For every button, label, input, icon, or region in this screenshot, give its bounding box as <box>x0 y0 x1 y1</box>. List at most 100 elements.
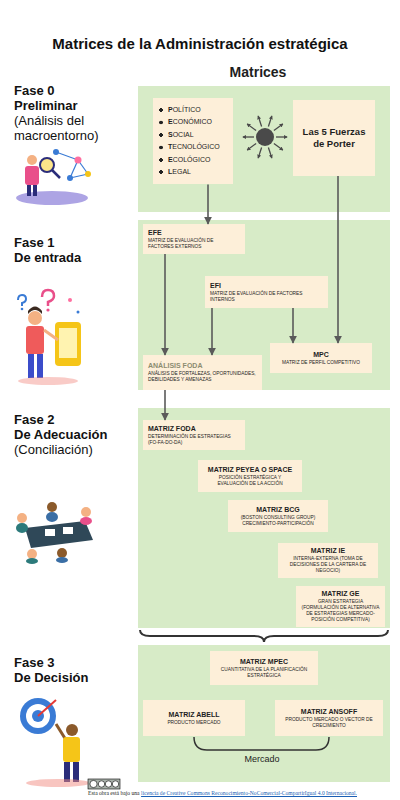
target-illustration-part <box>63 737 80 762</box>
matrix-description: MATRIZ DE PERFIL COMPETITIVO <box>275 360 367 366</box>
matrix-title: EFE <box>148 228 240 237</box>
matrix-box: EFIMATRIZ DE EVALUACIÓN DE FACTORES INTE… <box>205 276 328 308</box>
target-illustration-part <box>38 700 56 716</box>
question-illustration-part <box>28 311 42 325</box>
pestel-factor: POLÍTICO <box>159 104 227 116</box>
meeting-illustration-part <box>46 512 58 522</box>
pestel-factor: TECNOLÓGICO <box>159 141 227 153</box>
analysis-illustration-part <box>25 166 39 185</box>
analysis-illustration-part <box>75 157 82 164</box>
analysis-illustration-part <box>27 155 37 165</box>
analysis-illustration-part <box>52 170 60 178</box>
hub-icon-part <box>276 136 287 137</box>
bracket-label: Mercado <box>212 754 312 764</box>
phase-label: Fase 3 <box>14 655 136 670</box>
matrix-box: MATRIZ BCG(BOSTON CONSULTING GROUP) CREC… <box>228 500 328 532</box>
license-badge-part <box>90 780 97 787</box>
meeting-illustration-part <box>63 527 73 534</box>
meeting-illustration-part <box>16 523 28 533</box>
analysis-illustration <box>16 149 91 205</box>
pestel-factor: ECONÓMICO <box>159 116 227 128</box>
matrix-box: ANÁLISIS FODAANÁLISIS DE FORTALEZAS, OPO… <box>143 355 262 390</box>
matrix-title: MATRIZ ANSOFF <box>280 707 378 716</box>
matrix-box: MATRIZ IEINTERNA-EXTERNA (TOMA DE DECISI… <box>278 543 378 578</box>
phase-heading: Fase 2De Adecuación(Conciliación) <box>14 412 136 457</box>
analysis-illustration-part <box>16 191 88 205</box>
target-illustration-part <box>64 762 70 782</box>
pestel-factor: ECOLÓGICO <box>159 154 227 166</box>
question-illustration-part <box>55 322 81 366</box>
question-illustration-part <box>44 330 58 340</box>
matrix-box: MATRIZ MPECCUANTITATIVA DE LA PLANIFICAC… <box>210 651 318 685</box>
matrix-description: MATRIZ DE EVALUACIÓN DE FACTORES INTERNO… <box>210 291 323 303</box>
matrix-box: MPCMATRIZ DE PERFIL COMPETITIVO <box>270 343 372 373</box>
phase-label: Fase 2 <box>14 412 136 427</box>
matrix-title: MPC <box>275 350 367 359</box>
phase-label: Preliminar <box>14 98 136 113</box>
meeting-illustration-part <box>47 502 57 512</box>
matrix-description: CUANTITATIVA DE LA PLANIFICACIÓN ESTRATÉ… <box>215 667 313 679</box>
license-badge-part <box>112 781 118 787</box>
matrix-box: MATRIZ GEGRAN ESTRATEGIA (FORMULACIÓN DE… <box>296 586 385 627</box>
meeting-illustration-part <box>25 521 93 548</box>
matrix-description: DETERMINACIÓN DE ESTRATEGIAS (FO-FA-DO-D… <box>148 434 240 446</box>
meeting-illustration <box>16 502 93 564</box>
matrix-title: EFI <box>210 281 323 290</box>
diagram-title: Matrices de la Administración estratégic… <box>0 35 400 52</box>
phase-band: Fase 1De entradaEFEMATRIZ DE EVALUACIÓN … <box>138 220 390 390</box>
matrix-description: POSICIÓN ESTRATÉGICA Y EVALUACIÓN DE LA … <box>203 475 297 487</box>
matrix-title: MATRIZ MPEC <box>215 657 313 666</box>
porter-box: Las 5 Fuerzas de Porter <box>293 100 375 176</box>
group-brace <box>140 630 388 642</box>
license-link: licencia de Creative Commons Reconocimie… <box>141 790 357 796</box>
matrix-title: ANÁLISIS FODA <box>148 361 257 370</box>
phase-label: Fase 0 <box>14 83 136 98</box>
matrix-box: MATRIZ PEYEA O SPACEPOSICIÓN ESTRATÉGICA… <box>198 460 302 492</box>
phase-band: Fase 0Preliminar(Análisis del macroentor… <box>138 86 390 212</box>
matrix-title: MATRIZ ABELL <box>148 710 240 719</box>
question-illustration-part <box>37 354 43 378</box>
matrix-description: GRAN ESTRATEGIA (FORMULACIÓN DE ALTERNAT… <box>301 599 380 623</box>
phase-heading: Fase 3De Decisión <box>14 655 136 685</box>
question-illustration-part <box>77 311 80 314</box>
license-badge-part <box>105 781 111 787</box>
phase-label: (Análisis del macroentorno) <box>14 113 136 143</box>
question-illustration-part <box>26 326 44 354</box>
license-footer: Esta obra está bajo unalicencia de Creat… <box>88 790 393 797</box>
analysis-illustration-part <box>27 185 31 196</box>
pestel-factor: LEGAL <box>159 166 227 178</box>
question-illustration-part <box>21 308 24 311</box>
phase-heading: Fase 1De entrada <box>14 235 136 265</box>
target-illustration-part <box>20 698 56 734</box>
question-illustration-part <box>46 308 49 311</box>
phase-label: De Decisión <box>14 670 136 685</box>
license-text: Esta obra está bajo una <box>88 790 140 796</box>
hub-icon-part <box>256 128 274 146</box>
phase-label: (Conciliación) <box>14 442 136 457</box>
phase-label: De Adecuación <box>14 427 136 442</box>
pestel-box: POLÍTICOECONÓMICOSOCIALTECNOLÓGICOECOLÓG… <box>153 98 233 184</box>
meeting-illustration-part <box>17 513 27 523</box>
phase-band: Fase 2De Adecuación(Conciliación)MATRIZ … <box>138 408 390 628</box>
analysis-illustration-part <box>67 175 73 181</box>
meeting-illustration-part <box>27 549 37 559</box>
matrix-description: PRODUCTO MERCADO <box>148 720 240 726</box>
column-header: Matrices <box>208 64 308 80</box>
question-illustration-part <box>42 290 54 306</box>
question-illustration-part <box>28 354 34 378</box>
question-illustration-part <box>18 295 26 306</box>
license-badge-part <box>98 781 104 787</box>
meeting-illustration-part <box>57 548 67 558</box>
target-illustration-part <box>66 724 78 736</box>
analysis-illustration-part <box>56 152 78 160</box>
matrix-description: MATRIZ DE EVALUACIÓN DE FACTORES EXTERNO… <box>148 238 240 250</box>
question-illustration-part <box>28 307 42 315</box>
analysis-illustration-part <box>53 149 59 155</box>
matrix-description: (BOSTON CONSULTING GROUP) CRECIMIENTO-PA… <box>233 515 323 527</box>
meeting-illustration-part <box>80 517 92 525</box>
matrix-box: MATRIZ FODADETERMINACIÓN DE ESTRATEGIAS … <box>143 420 245 450</box>
analysis-illustration-part <box>85 171 91 177</box>
question-illustration <box>18 290 81 385</box>
